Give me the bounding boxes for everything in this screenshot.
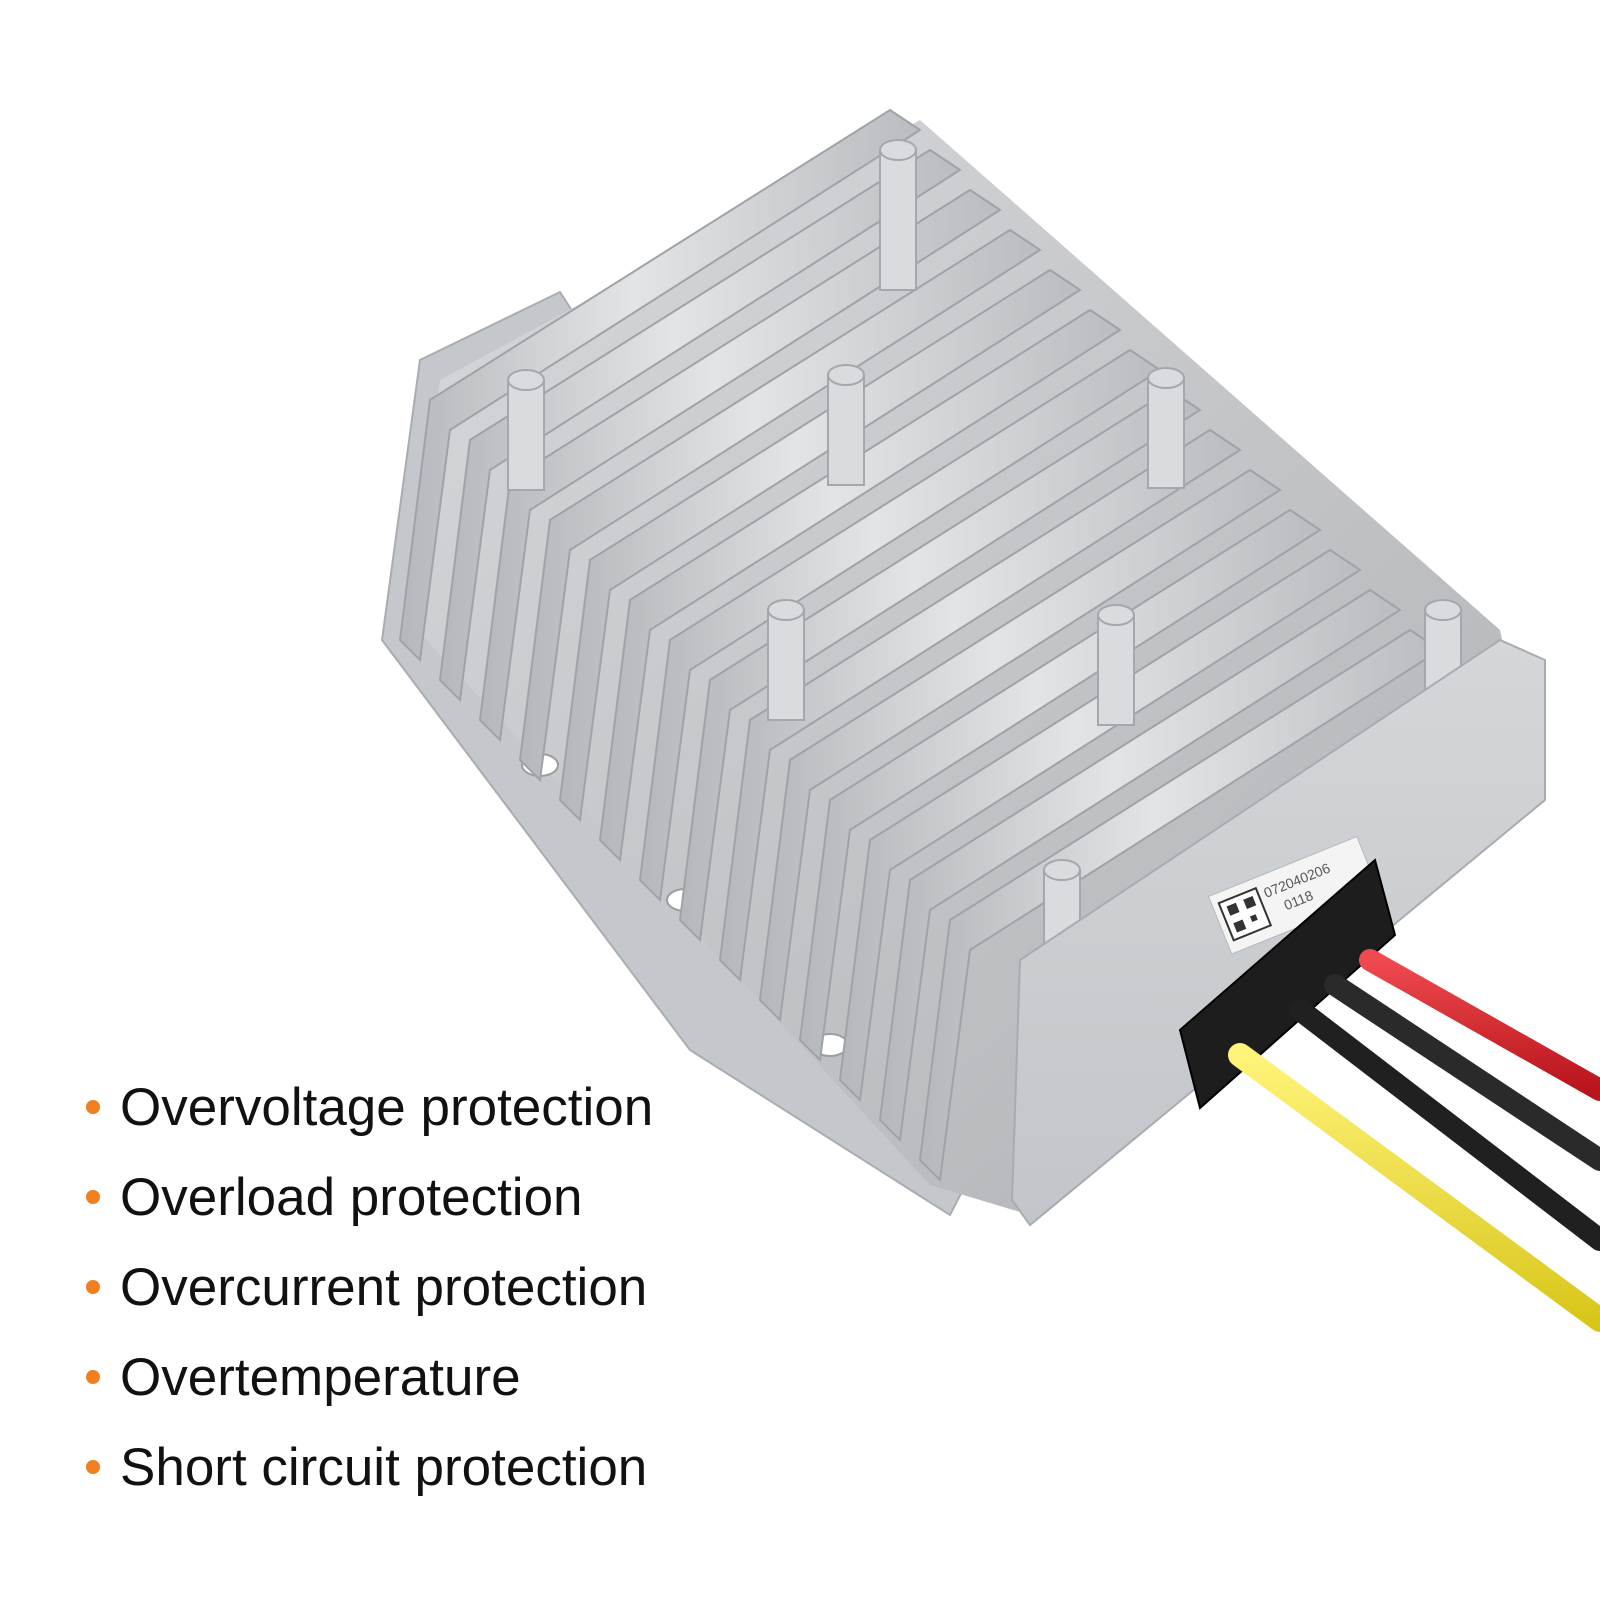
feature-text: Overcurrent protection — [120, 1257, 648, 1317]
feature-item: Overload protection — [86, 1152, 653, 1242]
qr-code-icon — [1217, 886, 1273, 942]
feature-item: Overcurrent protection — [86, 1242, 653, 1332]
feature-list: Overvoltage protection Overload protecti… — [86, 1062, 653, 1512]
bullet-dot-icon — [86, 1100, 100, 1114]
feature-text: Overtemperature — [120, 1347, 521, 1407]
output-wires — [1228, 949, 1600, 1332]
bullet-dot-icon — [86, 1460, 100, 1474]
feature-item: Overvoltage protection — [86, 1062, 653, 1152]
bullet-dot-icon — [86, 1280, 100, 1294]
feature-item: Overtemperature — [86, 1332, 653, 1422]
serial-label: 072040206 0118 — [1207, 835, 1381, 955]
heatsink-posts — [507, 139, 1462, 991]
feature-text: Overload protection — [120, 1167, 583, 1227]
bullet-dot-icon — [86, 1190, 100, 1204]
bullet-dot-icon — [86, 1370, 100, 1384]
feature-item: Short circuit protection — [86, 1422, 653, 1512]
feature-text: Short circuit protection — [120, 1437, 648, 1497]
feature-text: Overvoltage protection — [120, 1077, 654, 1137]
